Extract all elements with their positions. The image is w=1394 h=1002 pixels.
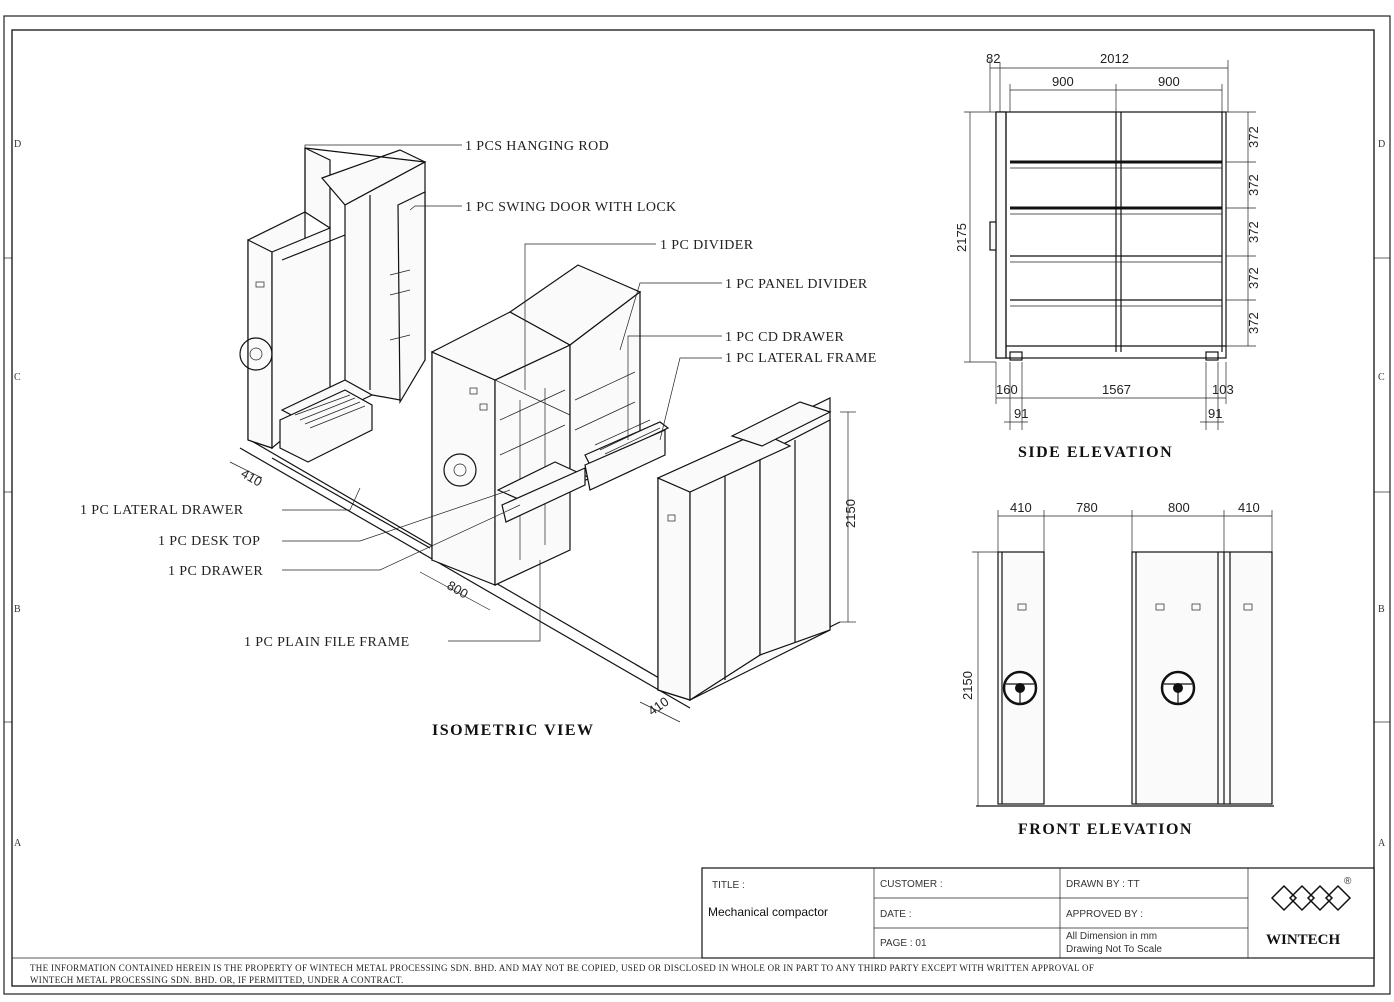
- front-dim-410-b: 410: [1238, 500, 1260, 515]
- outer-border: [3, 15, 1391, 995]
- tb-drawn-label: DRAWN BY : TT: [1066, 879, 1140, 890]
- callout-lateral-drawer: 1 PC LATERAL DRAWER: [80, 503, 244, 518]
- isometric-view: 410 800 410 2150 1 PCS HANGING ROD 1 PC …: [80, 139, 877, 739]
- side-dim-91-right: 91: [1208, 406, 1222, 421]
- side-dim-2012: 2012: [1100, 51, 1129, 66]
- zone-left-d: D: [14, 139, 21, 150]
- side-dim-1567: 1567: [1102, 382, 1131, 397]
- callout-cd-drawer: 1 PC CD DRAWER: [725, 330, 844, 345]
- leader-lines: [282, 144, 722, 642]
- zone-left-c: C: [14, 372, 21, 383]
- side-dim-103: 103: [1212, 382, 1234, 397]
- tb-page-label: PAGE : 01: [880, 938, 927, 949]
- zone-right-b: B: [1378, 604, 1385, 615]
- side-dim-91-left: 91: [1014, 406, 1028, 421]
- side-elevation-title: SIDE ELEVATION: [1018, 444, 1173, 461]
- wintech-logo-icon: ® WINTECH: [1266, 876, 1352, 948]
- iso-dimensions: [229, 411, 856, 723]
- zone-right-c: C: [1378, 372, 1385, 383]
- wardrobe-unit: [239, 147, 427, 463]
- side-dim-900-a: 900: [1052, 74, 1074, 89]
- zone-right-d: D: [1378, 139, 1385, 150]
- file-frame-unit: [656, 397, 832, 702]
- zone-right-a: A: [1378, 838, 1386, 849]
- callout-hanging-rod: 1 PCS HANGING ROD: [465, 139, 609, 154]
- iso-dim-800: 800: [445, 578, 471, 602]
- side-dim-372-4: 372: [1246, 267, 1261, 289]
- front-elevation: 410 780 800 410 2150 FRONT ELEVATION: [960, 500, 1274, 838]
- front-dim-780: 780: [1076, 500, 1098, 515]
- side-shelves: [1006, 160, 1226, 347]
- wintech-trademark: ®: [1344, 876, 1352, 887]
- callout-drawer: 1 PC DRAWER: [168, 564, 263, 579]
- callout-panel-divider: 1 PC PANEL DIVIDER: [725, 277, 868, 292]
- tb-approved-label: APPROVED BY :: [1066, 909, 1143, 920]
- side-dim-2175: 2175: [954, 223, 969, 252]
- front-dim-410-a: 410: [1010, 500, 1032, 515]
- zone-ticks: [4, 257, 1390, 723]
- iso-dim-2150: 2150: [843, 499, 858, 528]
- callout-desk-top: 1 PC DESK TOP: [158, 534, 260, 549]
- wintech-logo-text: WINTECH: [1266, 932, 1341, 948]
- front-elevation-title: FRONT ELEVATION: [1018, 821, 1193, 838]
- tb-title-label: TITLE :: [712, 880, 745, 891]
- side-dim-900-b: 900: [1158, 74, 1180, 89]
- tb-title-value: Mechanical compactor: [708, 905, 828, 919]
- iso-dim-410-right: 410: [645, 694, 671, 719]
- callout-divider: 1 PC DIVIDER: [660, 238, 754, 253]
- callout-swing-door: 1 PC SWING DOOR WITH LOCK: [465, 200, 677, 215]
- side-dim-82: 82: [986, 51, 1000, 66]
- tb-customer-label: CUSTOMER :: [880, 879, 943, 890]
- callout-lateral-frame: 1 PC LATERAL FRAME: [725, 351, 877, 366]
- tb-note-scale: Drawing Not To Scale: [1066, 944, 1162, 955]
- side-dim-160: 160: [996, 382, 1018, 397]
- side-dim-372-5: 372: [1246, 312, 1261, 334]
- footer-disclaimer-line2: WINTECH METAL PROCESSING SDN. BHD. OR, I…: [30, 975, 404, 985]
- tb-date-label: DATE :: [880, 909, 911, 920]
- title-block: TITLE : Mechanical compactor CUSTOMER : …: [701, 867, 1375, 959]
- desk-unit: [430, 264, 670, 586]
- tb-note-dimensions: All Dimension in mm: [1066, 931, 1157, 942]
- inner-border: [11, 29, 1375, 987]
- iso-dim-410-left: 410: [239, 466, 265, 490]
- side-dim-372-3: 372: [1246, 221, 1261, 243]
- isometric-view-title: ISOMETRIC VIEW: [432, 722, 595, 739]
- side-dim-lines: [964, 60, 1256, 430]
- handwheel-right: [1160, 670, 1196, 706]
- footer-disclaimer-line1: THE INFORMATION CONTAINED HEREIN IS THE …: [30, 963, 1094, 973]
- front-dim-800: 800: [1168, 500, 1190, 515]
- zone-left-a: A: [14, 838, 22, 849]
- side-dim-372-1: 372: [1246, 126, 1261, 148]
- front-dim-2150: 2150: [960, 671, 975, 700]
- zone-labels: D C B A D C B A: [14, 139, 1386, 849]
- callout-plain-file-frame: 1 PC PLAIN FILE FRAME: [244, 635, 410, 650]
- zone-left-b: B: [14, 604, 21, 615]
- side-elevation: 82 2012 900 900 2175 372 372 372 372 372…: [954, 51, 1261, 461]
- handwheel-left: [1002, 670, 1038, 706]
- side-dim-372-2: 372: [1246, 174, 1261, 196]
- front-dim-lines: [972, 510, 1273, 806]
